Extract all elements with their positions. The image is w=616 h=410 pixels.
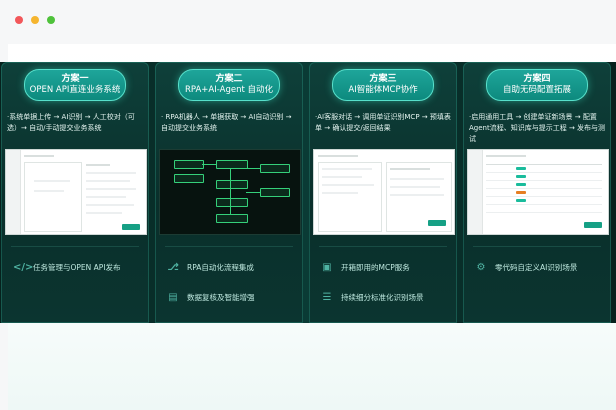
solution-card-2: 方案二 RPA+AI-Agent 自动化 · RPA机器人 → 单据获取 → A… [155, 62, 303, 323]
feature-item: </> 任务管理与OPEN API发布 [13, 260, 121, 274]
solution-title: 方案三 [369, 74, 397, 84]
solution-description: · RPA机器人 → 单据获取 → AI自动识别 → 自动提交业务系统 [161, 113, 292, 132]
rpa-flow-screenshot [159, 149, 301, 235]
feature-item: ⎇ RPA自动化流程集成 [167, 260, 254, 274]
close-window-button[interactable] [15, 16, 23, 24]
solution-title: 方案一 [61, 74, 89, 84]
gear-icon: ⚙ [476, 261, 486, 273]
maximize-window-button[interactable] [47, 16, 55, 24]
solution-subtitle: AI智能体MCP协作 [348, 85, 418, 95]
service-icon: ▣ [322, 261, 332, 273]
solution-title-pill: 方案一 OPEN API直连业务系统 [24, 69, 126, 101]
list-icon: ☰ [322, 291, 332, 303]
document-form-screenshot [5, 149, 147, 235]
solution-title-pill: 方案四 自助无码配置拓展 [486, 69, 588, 101]
solution-subtitle: 自助无码配置拓展 [502, 85, 571, 95]
solution-title-pill: 方案二 RPA+AI-Agent 自动化 [178, 69, 280, 101]
flow-icon: ⎇ [167, 261, 179, 273]
solution-description: ·系统单据上传 → AI识别 → 人工校对（可选）→ 自动/手动提交业务系统 [7, 113, 135, 132]
feature-label: 零代码自定义AI识别场景 [495, 262, 578, 272]
solution-subtitle: RPA+AI-Agent 自动化 [185, 85, 273, 95]
feature-item: ▤ 数据复核及智能增强 [167, 290, 255, 304]
solution-title-pill: 方案三 AI智能体MCP协作 [332, 69, 434, 101]
feature-item: ☰ 持续细分标准化识别场景 [321, 290, 424, 304]
config-table-screenshot [467, 149, 609, 235]
solution-title: 方案四 [523, 74, 551, 84]
feature-item: ▣ 开箱即用的MCP服务 [321, 260, 410, 274]
server-icon: ▤ [168, 291, 178, 303]
feature-label: 持续细分标准化识别场景 [341, 292, 424, 302]
solution-card-1: 方案一 OPEN API直连业务系统 ·系统单据上传 → AI识别 → 人工校对… [1, 62, 149, 323]
code-icon: </> [13, 261, 34, 273]
window-titlebar [0, 0, 616, 40]
feature-label: 开箱即用的MCP服务 [341, 262, 410, 272]
solution-description: ·AI客服对话 → 调用单证识别MCP → 预填表单 → 确认提交/返回结果 [315, 113, 451, 132]
chat-form-screenshot [313, 149, 455, 235]
feature-label: 任务管理与OPEN API发布 [33, 262, 121, 272]
feature-item: ⚙ 零代码自定义AI识别场景 [475, 260, 578, 274]
minimize-window-button[interactable] [31, 16, 39, 24]
feature-label: RPA自动化流程集成 [187, 262, 254, 272]
solution-description: ·启用通用工具 → 创建单证新场景 → 配置Agent流程、知识库与提示工程 →… [469, 113, 606, 143]
solution-card-4: 方案四 自助无码配置拓展 ·启用通用工具 → 创建单证新场景 → 配置Agent… [463, 62, 611, 323]
feature-label: 数据复核及智能增强 [187, 292, 255, 302]
solution-title: 方案二 [215, 74, 243, 84]
solution-card-3: 方案三 AI智能体MCP协作 ·AI客服对话 → 调用单证识别MCP → 预填表… [309, 62, 457, 323]
solution-subtitle: OPEN API直连业务系统 [29, 85, 121, 95]
